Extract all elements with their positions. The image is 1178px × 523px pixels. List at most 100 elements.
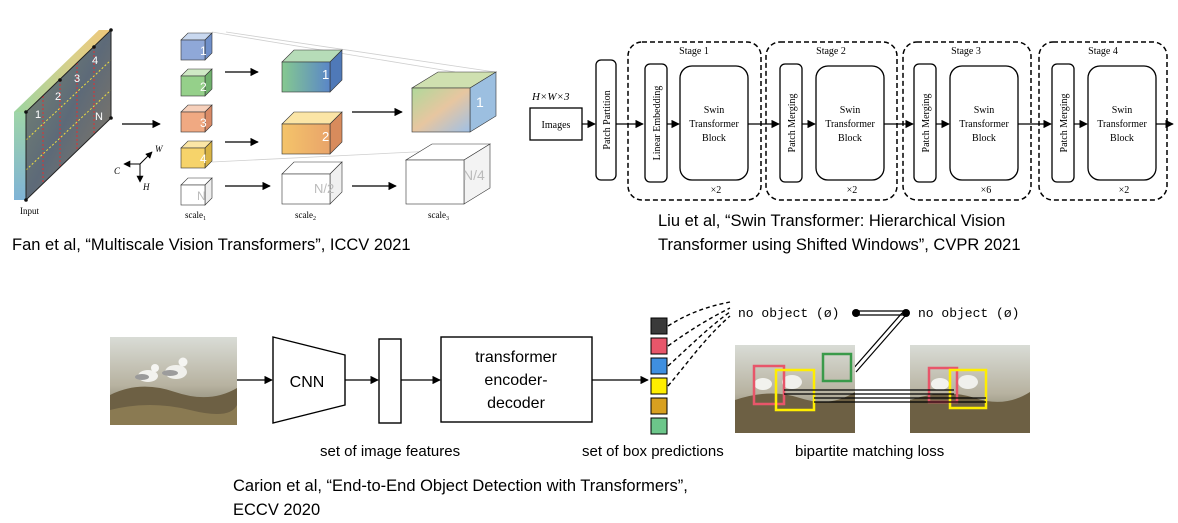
- scale2-cubes: [281, 49, 343, 205]
- detr-caption-line-2: ECCV 2020: [233, 501, 320, 519]
- prediction-dashed-links: [667, 301, 731, 387]
- box-prediction-1: [650, 317, 668, 335]
- stage-3-block-line-2: Transformer: [959, 119, 1009, 130]
- stage-3-side-label: Patch Merging: [921, 94, 932, 153]
- stage-3-dashed-box: [902, 41, 1032, 201]
- box-prediction-5: [650, 397, 668, 415]
- axis-label-c: C: [114, 166, 121, 176]
- image-features-label: set of image features: [320, 443, 460, 460]
- box-prediction-4: [650, 377, 668, 395]
- mvit-diagram: 1 2 3 4 N Input C W H: [12, 28, 498, 254]
- cube-scale2-n2: [281, 161, 343, 205]
- patch-partition-box: [595, 59, 617, 181]
- cube-scale1-white: [180, 177, 213, 206]
- detr-diagram: CNN transformer encoder- decoder no obje…: [110, 301, 1030, 519]
- stage-2-block-line-1: Swin: [840, 105, 861, 116]
- scale3-cubes: [404, 71, 498, 205]
- no-object-left: no object (ø): [738, 306, 839, 321]
- cube-scale3-n4: [404, 143, 492, 205]
- stage-1-block-line-3: Block: [702, 133, 726, 144]
- axis-label-w: W: [155, 144, 164, 154]
- swin-caption-line-1: Liu et al, “Swin Transformer: Hierarchic…: [658, 212, 1005, 230]
- stage-2-block-box: [815, 65, 885, 181]
- swin-caption-line-2: Transformer using Shifted Windows”, CVPR…: [658, 236, 1021, 254]
- matching-box-links: [784, 389, 986, 403]
- stage-2-block-line-2: Transformer: [825, 119, 875, 130]
- stage-3-block-line-3: Block: [972, 133, 996, 144]
- stage-3: Stage 3 Patch Merging Swin Transformer B…: [902, 41, 1032, 201]
- stage-1-title: Stage 1: [679, 46, 709, 57]
- stage-4-block-line-2: Transformer: [1097, 119, 1147, 130]
- cube-scale1-green: [180, 68, 213, 97]
- cube-scale2-1: [281, 49, 343, 93]
- stage-1: Stage 1 Linear Embedding Swin Transforme…: [627, 41, 762, 201]
- image-features-box: [378, 338, 402, 424]
- detr-caption-line-1: Carion et al, “End-to-End Object Detecti…: [233, 477, 688, 495]
- input-frame-label-1: 1: [35, 109, 41, 121]
- transformer-line-1: transformer: [475, 349, 557, 366]
- stage-1-block-line-2: Transformer: [689, 119, 739, 130]
- scale2-label: scale2: [295, 210, 316, 222]
- stage-2-side-label: Patch Merging: [787, 94, 798, 153]
- cube-scale2-2: [281, 111, 343, 155]
- cube-label-s3-1: 1: [476, 94, 484, 110]
- stage-2-block-line-3: Block: [838, 133, 862, 144]
- axis-glyph: [123, 151, 153, 183]
- stage-4-repeat: ×2: [1119, 185, 1130, 196]
- cnn-label: CNN: [290, 374, 325, 391]
- stage-1-block-box: [679, 65, 749, 181]
- stage-3-block-box: [949, 65, 1019, 181]
- stage-4-title: Stage 4: [1088, 46, 1118, 57]
- stage-4-block-line-3: Block: [1110, 133, 1134, 144]
- input-photo-seagulls: [110, 337, 237, 425]
- box-predictions-label: set of box predictions: [582, 443, 724, 460]
- cube-scale1-orange: [180, 104, 213, 133]
- cube-label-s2-1: 1: [322, 67, 329, 82]
- input-frame-label-n: N: [95, 111, 103, 123]
- stage-4-side-label: Patch Merging: [1059, 94, 1070, 153]
- input-label: Input: [20, 206, 39, 216]
- input-frame-label-3: 3: [74, 73, 80, 85]
- cube-label-s1-4: 4: [200, 152, 207, 166]
- matching-photo-left: [735, 345, 855, 433]
- cnn-trapezoid: [272, 336, 346, 424]
- transformer-box: [440, 336, 593, 423]
- stage-1-repeat: ×2: [711, 185, 722, 196]
- box-prediction-3: [650, 357, 668, 375]
- axis-label-h: H: [142, 182, 150, 192]
- matching-lines: [851, 309, 910, 373]
- swin-input-dims: H×W×3: [531, 91, 570, 103]
- transformer-line-2: encoder-: [484, 372, 547, 389]
- cube-scale1-yellow: [180, 140, 213, 169]
- stage-1-dashed-box: [627, 41, 762, 201]
- scale1-cubes: [180, 32, 213, 206]
- cube-label-s1-1: 1: [200, 44, 207, 58]
- matching-loss-label: bipartite matching loss: [795, 443, 944, 460]
- stage-3-title: Stage 3: [951, 46, 981, 57]
- images-label: Images: [542, 120, 571, 131]
- stage-4-side-box: [1051, 63, 1075, 183]
- stage-4-block-box: [1087, 65, 1157, 181]
- input-frame-label-4: 4: [92, 55, 98, 67]
- cube-scale1-blue: [180, 32, 213, 61]
- stage-4: Stage 4 Patch Merging Swin Transformer B…: [1038, 41, 1168, 201]
- stage-3-side-box: [913, 63, 937, 183]
- scale1-label: scale1: [185, 210, 206, 222]
- cube-label-s3-n4: N/4: [463, 167, 485, 183]
- stage-2-dashed-box: [765, 41, 898, 201]
- box-prediction-6: [650, 417, 668, 435]
- cube-label-s1-n: N: [197, 189, 206, 203]
- stage-3-repeat: ×6: [981, 185, 992, 196]
- input-frame-label-2: 2: [55, 91, 61, 103]
- stage-1-block-line-1: Swin: [704, 105, 725, 116]
- cube-scale3-1: [410, 71, 498, 133]
- box-prediction-2: [650, 337, 668, 355]
- no-object-right: no object (ø): [918, 306, 1019, 321]
- cube-label-s1-2: 2: [200, 80, 207, 94]
- input-video-frames: [14, 28, 113, 202]
- scale3-label: scale3: [428, 210, 449, 222]
- stage-1-side-box: [644, 63, 668, 183]
- cube-label-s1-3: 3: [200, 116, 207, 130]
